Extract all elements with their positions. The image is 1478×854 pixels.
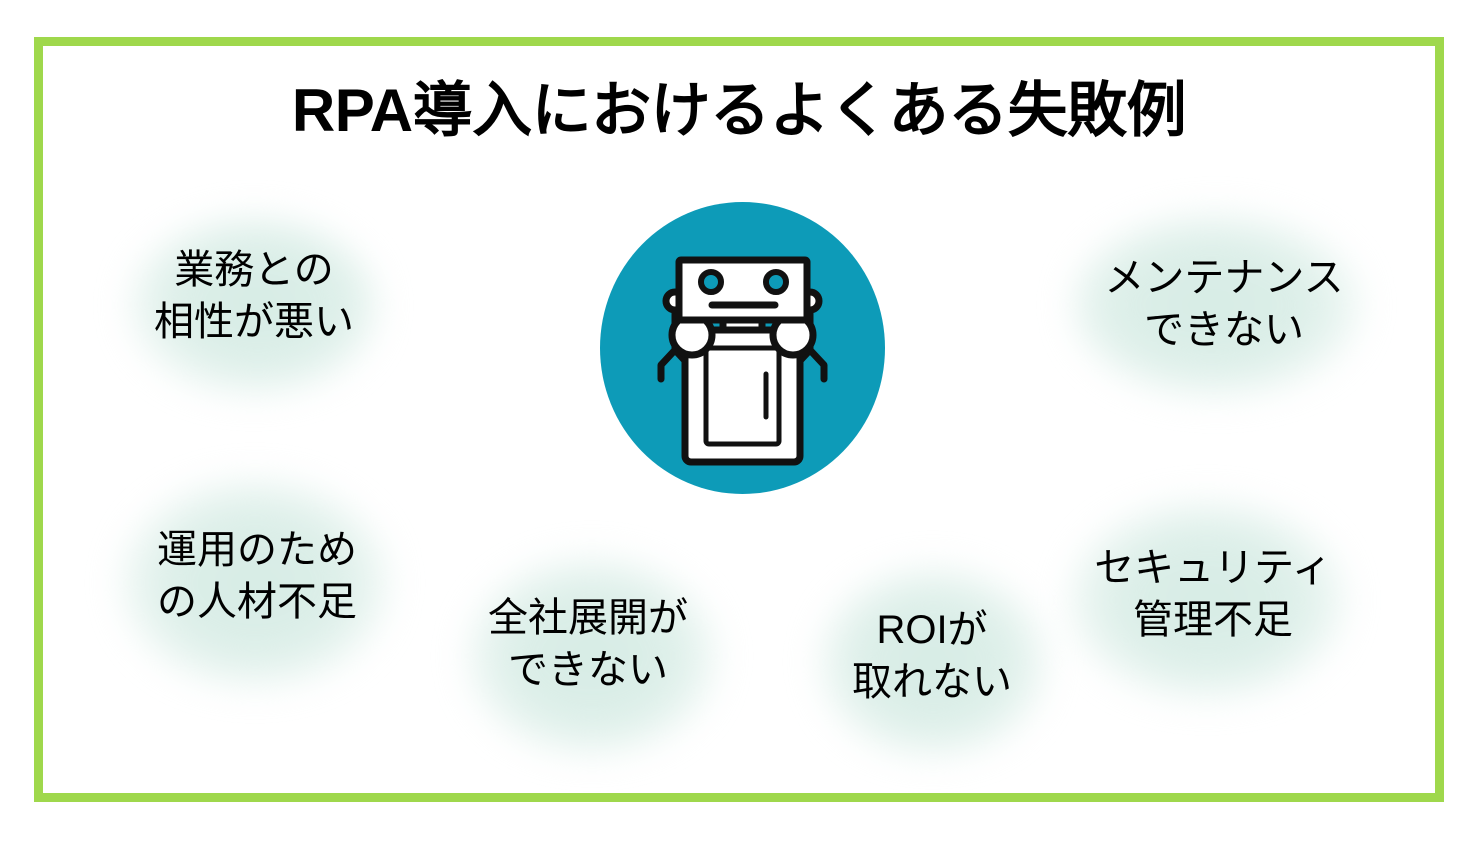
- failure-item-company-wide-rollout: 全社展開が できない: [464, 592, 712, 696]
- robot-head: [675, 256, 811, 324]
- robot-left-eye: [698, 269, 724, 295]
- failure-item-maintenance: メンテナンス できない: [1078, 252, 1370, 356]
- failure-item-business-fit: 業務との 相性が悪い: [132, 244, 376, 348]
- robot-figure: [657, 256, 828, 466]
- failure-item-security: セキュリティ 管理不足: [1078, 542, 1348, 646]
- robot-torso-panel: [703, 345, 782, 447]
- failure-label-security: セキュリティ 管理不足: [1094, 546, 1332, 642]
- failure-item-staff-shortage: 運用のため の人材不足: [126, 524, 388, 628]
- failure-label-maintenance: メンテナンス できない: [1104, 256, 1344, 352]
- failure-label-company-wide-rollout: 全社展開が できない: [488, 596, 688, 692]
- failure-label-business-fit: 業務との 相性が悪い: [154, 248, 354, 344]
- failure-label-staff-shortage: 運用のため の人材不足: [157, 528, 357, 624]
- page-title: RPA導入におけるよくある失敗例: [291, 77, 1187, 144]
- robot-emblem: [600, 202, 885, 494]
- robot-right-eye: [763, 269, 789, 295]
- failure-label-roi: ROIが 取れない: [852, 608, 1012, 704]
- failure-item-roi: ROIが 取れない: [826, 604, 1038, 708]
